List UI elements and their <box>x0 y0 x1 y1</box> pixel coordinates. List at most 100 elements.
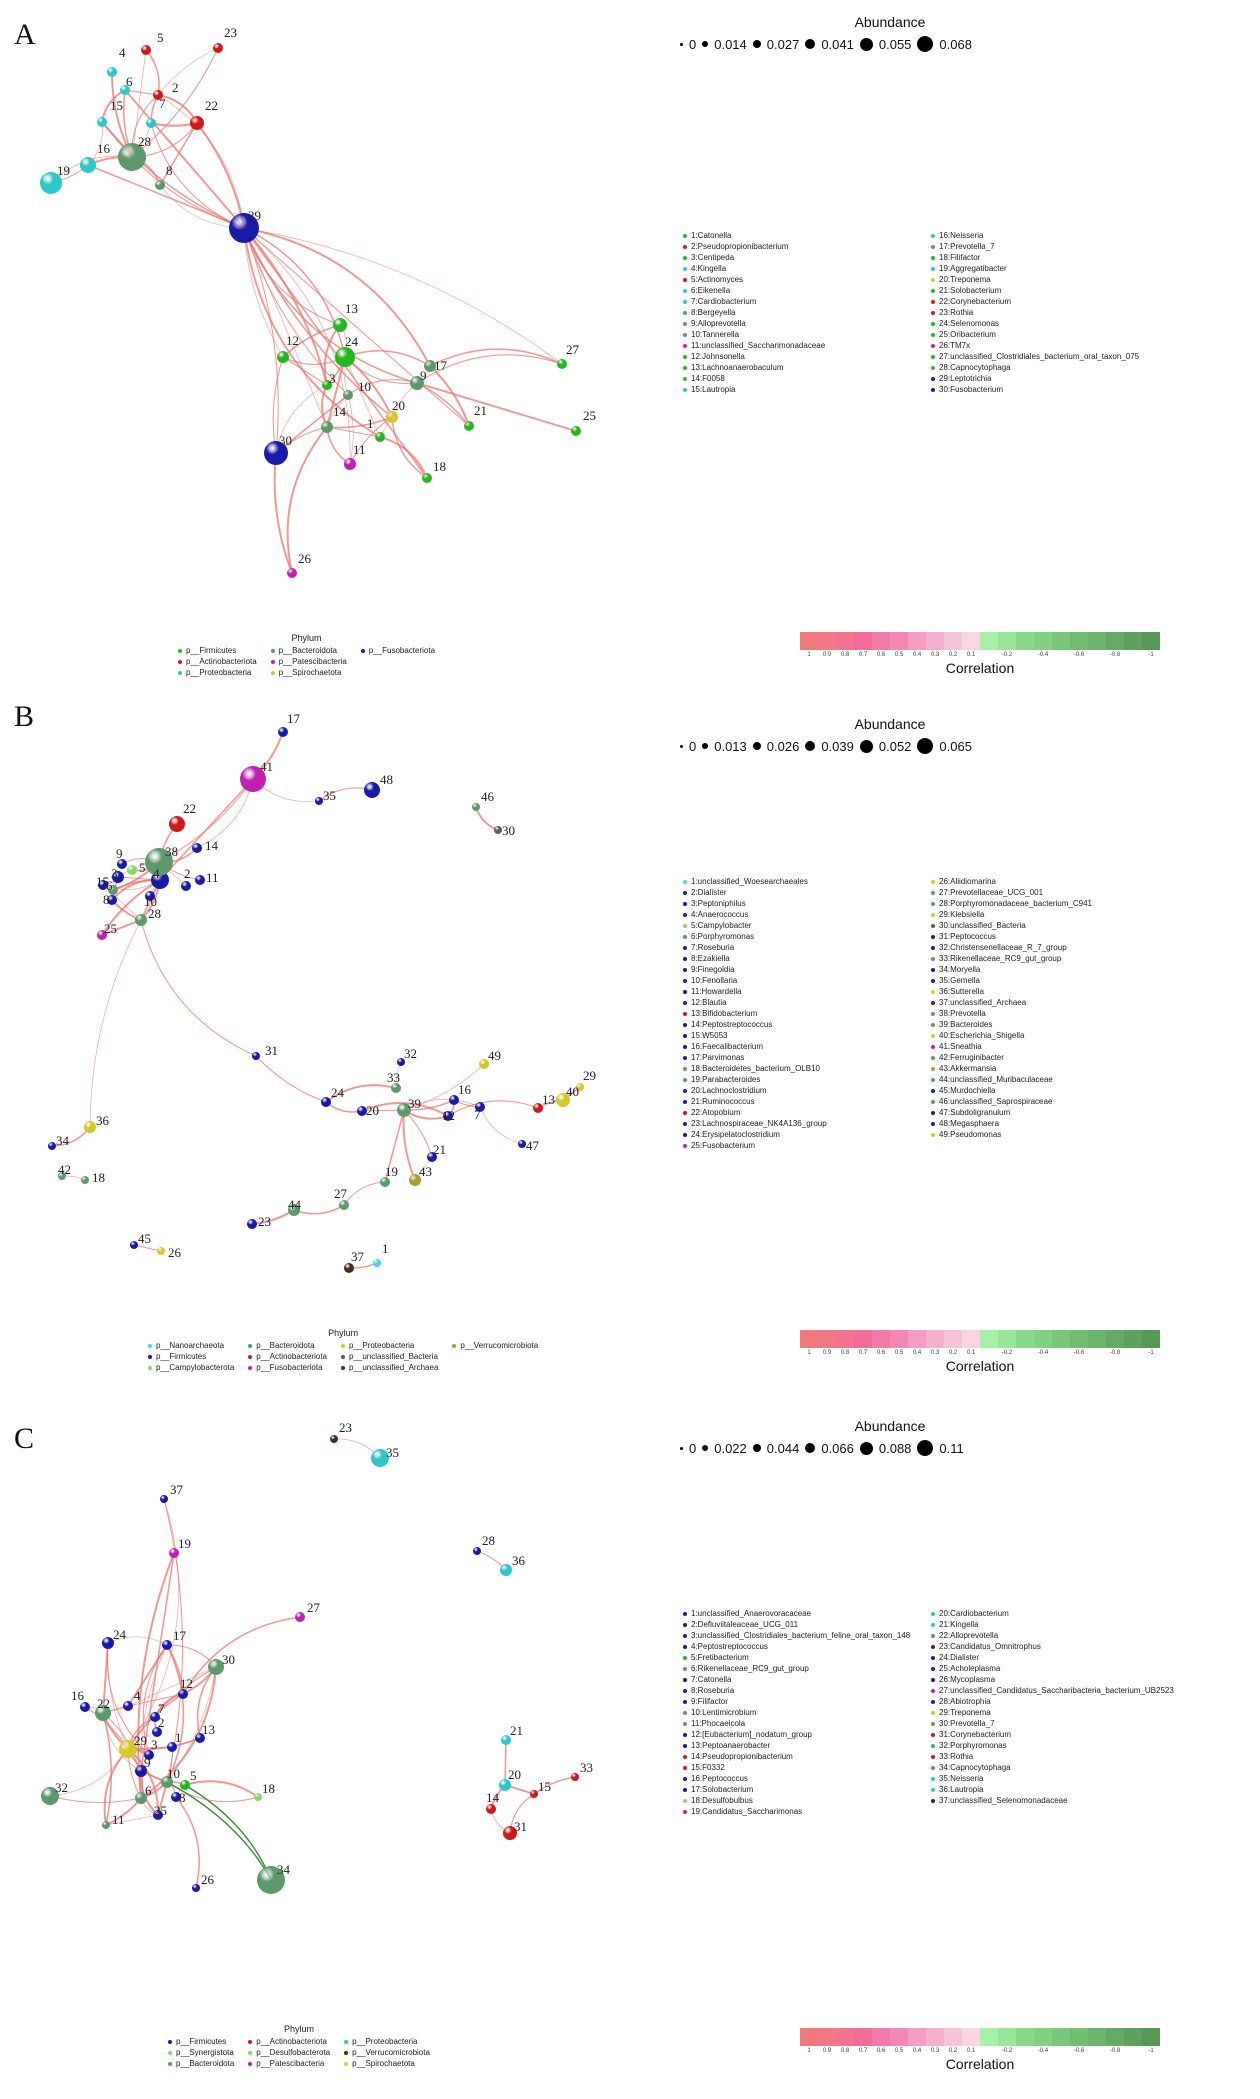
taxa-label: 1:unclassified_Anaerovoracaceae <box>691 1609 812 1618</box>
node-label: 17 <box>287 711 301 726</box>
abundance-value: 0.052 <box>878 738 912 754</box>
taxon-node <box>257 1866 285 1894</box>
taxa-legend-item: 1:Catonella <box>683 230 923 241</box>
abundance-item: 0 <box>680 739 696 754</box>
node-label: 12 <box>286 333 299 348</box>
phylum-dot <box>248 2061 253 2066</box>
taxon-node <box>157 1247 165 1255</box>
phylum-legend-item: p__Campylobacterota <box>148 1362 234 1373</box>
taxon-node <box>161 1776 173 1788</box>
taxa-label: 28:Porphyromonadaceae_bacterium_C941 <box>939 899 1092 908</box>
taxa-dot <box>683 365 687 370</box>
node-label: 15 <box>96 874 109 889</box>
taxa-legend-item: 17:Solobacterium <box>683 1784 923 1795</box>
taxa-dot <box>683 956 687 961</box>
taxa-label: 18:Desulfobulbus <box>691 1796 753 1805</box>
phylum-label: p__Bacteroidota <box>256 1341 315 1350</box>
taxa-label: 22:Atopobium <box>691 1108 741 1117</box>
taxa-dot <box>931 945 935 950</box>
taxon-node <box>518 1140 526 1148</box>
taxa-dot <box>931 299 935 304</box>
taxon-node <box>321 1097 331 1107</box>
taxa-legend-item: 3:Peptoniphilus <box>683 898 923 909</box>
taxa-legend-item: 10:Fenollaria <box>683 975 923 986</box>
phylum-dot <box>270 659 275 664</box>
node-label: 48 <box>380 772 393 787</box>
phylum-legend-item: p__Patescibacteria <box>270 656 347 667</box>
taxon-node <box>112 871 124 883</box>
taxa-dot <box>683 277 687 282</box>
taxa-label: 30:Fusobacterium <box>939 385 1004 394</box>
abundance-item: 0.022 <box>702 1441 747 1456</box>
taxon-node <box>135 914 147 926</box>
taxa-legend-item: 4:Anaerococcus <box>683 909 923 920</box>
taxa-legend-item: 30:Fusobacterium <box>931 384 1191 395</box>
taxa-dot <box>683 1721 687 1726</box>
phylum-label: p__Desulfobacterota <box>256 2048 331 2057</box>
phylum-label: p__Firmicutes <box>156 1352 207 1361</box>
taxa-legend-item: 37:unclassified_Selenomonadaceae <box>931 1795 1191 1806</box>
taxon-node <box>571 426 581 436</box>
node-label: 29 <box>583 1068 596 1083</box>
abundance-value: 0.014 <box>714 36 747 52</box>
taxa-legend-item: 30:unclassified_Bacteria <box>931 920 1191 931</box>
taxa-dot <box>931 1743 935 1748</box>
positive-edge <box>293 1204 345 1215</box>
abundance-dot <box>680 744 683 748</box>
taxon-node <box>229 213 259 243</box>
abundance-item: 0.11 <box>917 1440 964 1456</box>
taxon-node <box>464 421 474 431</box>
taxa-dot <box>683 978 687 983</box>
taxa-legend-item: 30:Prevotella_7 <box>931 1718 1191 1729</box>
abundance-dot <box>917 36 934 52</box>
abundance-value: 0.065 <box>939 738 972 754</box>
phylum-legend-item: p__Synergistota <box>168 2047 234 2058</box>
phylum-label: p__Firmicutes <box>186 646 237 655</box>
taxa-label: 13:Bifidobacterium <box>691 1009 758 1018</box>
taxa-dot <box>931 967 935 972</box>
taxon-node <box>123 1701 133 1711</box>
taxa-dot <box>683 1754 687 1759</box>
positive-edge <box>326 426 351 465</box>
positive-edge <box>175 1796 200 1889</box>
taxa-label: 12:Johnsonella <box>691 352 745 361</box>
phylum-label: p__Patescibacteria <box>256 2059 325 2068</box>
taxa-dot <box>931 1099 935 1104</box>
taxa-dot <box>683 934 687 939</box>
taxon-node <box>247 1219 257 1229</box>
abundance-value: 0.088 <box>878 1440 912 1456</box>
taxa-label: 1:Catonella <box>691 231 732 240</box>
taxa-label: 5:Campylobacter <box>691 921 752 930</box>
taxa-dot <box>931 1044 935 1049</box>
taxa-legend-item: 14:Peptostreptococcus <box>683 1019 923 1030</box>
taxon-node <box>424 360 436 372</box>
taxa-dot <box>931 912 935 917</box>
positive-edge <box>140 919 257 1057</box>
taxa-dot <box>931 1066 935 1071</box>
taxa-label: 4:Kingella <box>691 264 727 273</box>
taxa-label: 37:unclassified_Selenomonadaceae <box>939 1796 1068 1805</box>
phylum-dot <box>270 670 275 675</box>
taxa-label: 26:Aliidiomarina <box>939 877 996 886</box>
taxa-dot <box>683 1611 687 1616</box>
taxa-legend-item: 36:Lautropia <box>931 1784 1191 1795</box>
edges <box>49 1438 576 1889</box>
node-label: 13 <box>345 301 358 316</box>
taxa-dot <box>683 945 687 950</box>
phylum-legend-item: p__Bacteroidota <box>248 1340 327 1351</box>
taxa-label: 8:Ezakiella <box>691 954 730 963</box>
nodes <box>40 43 581 578</box>
taxon-node <box>80 1702 90 1712</box>
taxa-label: 40:Escherichia_Shigella <box>939 1031 1025 1040</box>
taxa-dot <box>683 1132 687 1137</box>
taxa-dot <box>683 1121 687 1126</box>
taxon-node <box>375 432 385 442</box>
taxa-legend-item: 25:Acholeplasma <box>931 1663 1191 1674</box>
taxon-node <box>357 1106 367 1116</box>
taxa-dot <box>683 387 687 392</box>
taxon-node <box>576 1083 584 1091</box>
node-label: 39 <box>408 1096 421 1111</box>
taxon-node <box>178 1689 188 1699</box>
abundance-item: 0.041 <box>805 37 854 52</box>
